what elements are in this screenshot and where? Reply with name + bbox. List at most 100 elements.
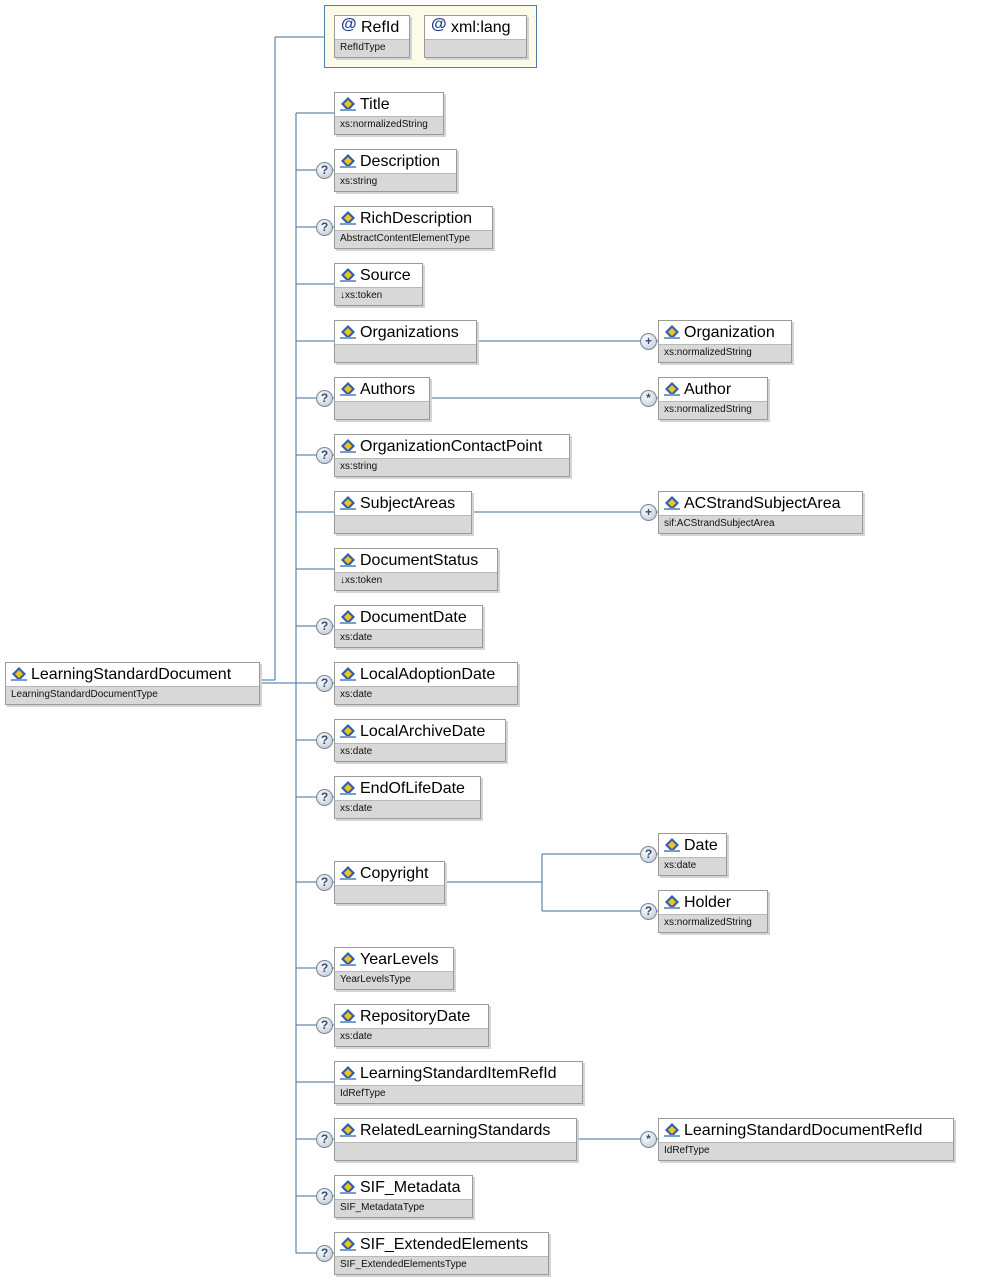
node-type: xs:date: [340, 1031, 373, 1042]
attribute-icon: @: [341, 16, 357, 33]
node-name: Source: [360, 267, 411, 284]
node-name: RelatedLearningStandards: [360, 1122, 551, 1139]
element-icon: [340, 1237, 356, 1251]
node-type: SIF_ExtendedElementsType: [340, 1259, 467, 1270]
node-type: xs:string: [340, 461, 378, 472]
element-organizations[interactable]: Organizations: [334, 320, 477, 363]
node-name: Author: [684, 381, 732, 398]
node-name: SIF_Metadata: [360, 1179, 461, 1196]
element-icon: [340, 154, 356, 168]
element-title[interactable]: Title xs:normalizedString: [334, 92, 444, 135]
node-type: xs:date: [340, 632, 373, 643]
node-name: EndOfLifeDate: [360, 780, 465, 797]
child-acstrandsubjectarea[interactable]: ACStrandSubjectArea sif:ACStrandSubjectAr…: [658, 491, 863, 534]
node-name: Holder: [684, 894, 732, 911]
element-relatedlearningstandards[interactable]: RelatedLearningStandards: [334, 1118, 577, 1161]
element-source[interactable]: Source ↓xs:token: [334, 263, 423, 306]
child-holder[interactable]: Holder xs:normalizedString: [658, 890, 768, 933]
optional-badge-icon: ?: [316, 1188, 333, 1205]
element-documentdate[interactable]: DocumentDate xs:date: [334, 605, 483, 648]
optional-badge-icon: ?: [316, 1245, 333, 1262]
node-type: IdRefType: [664, 1145, 710, 1156]
optional-badge-icon: ?: [316, 219, 333, 236]
node-name: LocalArchiveDate: [360, 723, 486, 740]
element-icon: [11, 667, 27, 681]
element-icon: [664, 838, 680, 852]
element-documentstatus[interactable]: DocumentStatus↓xs:token: [334, 548, 498, 591]
node-type: xs:normalizedString: [664, 404, 752, 415]
node-type: IdRefType: [340, 1088, 386, 1099]
element-icon: [340, 382, 356, 396]
node-name: LocalAdoptionDate: [360, 666, 496, 683]
node-type: LearningStandardDocumentType: [11, 689, 158, 700]
element-organizationcontactpoint[interactable]: OrganizationContactPoint xs:string: [334, 434, 570, 477]
node-type: xs:string: [340, 176, 378, 187]
optional-badge-icon: ?: [316, 447, 333, 464]
node-name: LearningStandardDocument: [31, 666, 232, 683]
element-icon: [340, 439, 356, 453]
node-type: ↓xs:token: [340, 290, 383, 301]
node-type: xs:date: [340, 689, 373, 700]
element-icon: [340, 211, 356, 225]
node-type: YearLevelsType: [340, 974, 411, 985]
attribute-icon: @: [431, 16, 447, 33]
node-name: OrganizationContactPoint: [360, 438, 543, 455]
node-name: YearLevels: [360, 951, 439, 968]
zero-or-more-badge-icon: *: [640, 390, 657, 407]
node-name: Date: [684, 837, 718, 854]
node-type: xs:normalizedString: [340, 119, 428, 130]
optional-badge-icon: ?: [316, 1017, 333, 1034]
node-type: sif:ACStrandSubjectArea: [664, 518, 775, 529]
optional-badge-icon: ?: [316, 789, 333, 806]
optional-badge-icon: ?: [316, 162, 333, 179]
element-icon: [340, 610, 356, 624]
child-author[interactable]: Author xs:normalizedString: [658, 377, 768, 420]
optional-badge-icon: ?: [316, 960, 333, 977]
node-name: RichDescription: [360, 210, 473, 227]
optional-badge-icon: ?: [316, 1131, 333, 1148]
element-authors[interactable]: Authors: [334, 377, 430, 420]
node-type: xs:normalizedString: [664, 917, 752, 928]
element-icon: [340, 97, 356, 111]
attribute-type: RefIdType: [340, 42, 386, 53]
node-name: LearningStandardDocumentRefId: [684, 1122, 923, 1139]
element-icon: [340, 1009, 356, 1023]
node-name: LearningStandardItemRefId: [360, 1065, 557, 1082]
attribute-xml-lang[interactable]: @xml:lang: [424, 15, 527, 58]
element-copyright[interactable]: Copyright: [334, 861, 445, 904]
node-name: DocumentStatus: [360, 552, 479, 569]
node-name: DocumentDate: [360, 609, 467, 626]
zero-or-more-badge-icon: *: [640, 1131, 657, 1148]
element-icon: [340, 952, 356, 966]
optional-badge-icon: ?: [316, 874, 333, 891]
element-icon: [664, 895, 680, 909]
element-localadoptiondate[interactable]: LocalAdoptionDate xs:date: [334, 662, 518, 705]
node-name: Title: [360, 96, 390, 113]
node-type: SIF_MetadataType: [340, 1202, 425, 1213]
element-icon: [664, 325, 680, 339]
element-icon: [340, 1123, 356, 1137]
element-subjectareas[interactable]: SubjectAreas: [334, 491, 472, 534]
optional-badge-icon: ?: [316, 390, 333, 407]
node-type: AbstractContentElementType: [340, 233, 471, 244]
node-name: Authors: [360, 381, 416, 398]
element-icon: [340, 1180, 356, 1194]
node-name: ACStrandSubjectArea: [684, 495, 841, 512]
element-icon: [340, 866, 356, 880]
element-icon: [340, 325, 356, 339]
optional-badge-icon: ?: [316, 732, 333, 749]
